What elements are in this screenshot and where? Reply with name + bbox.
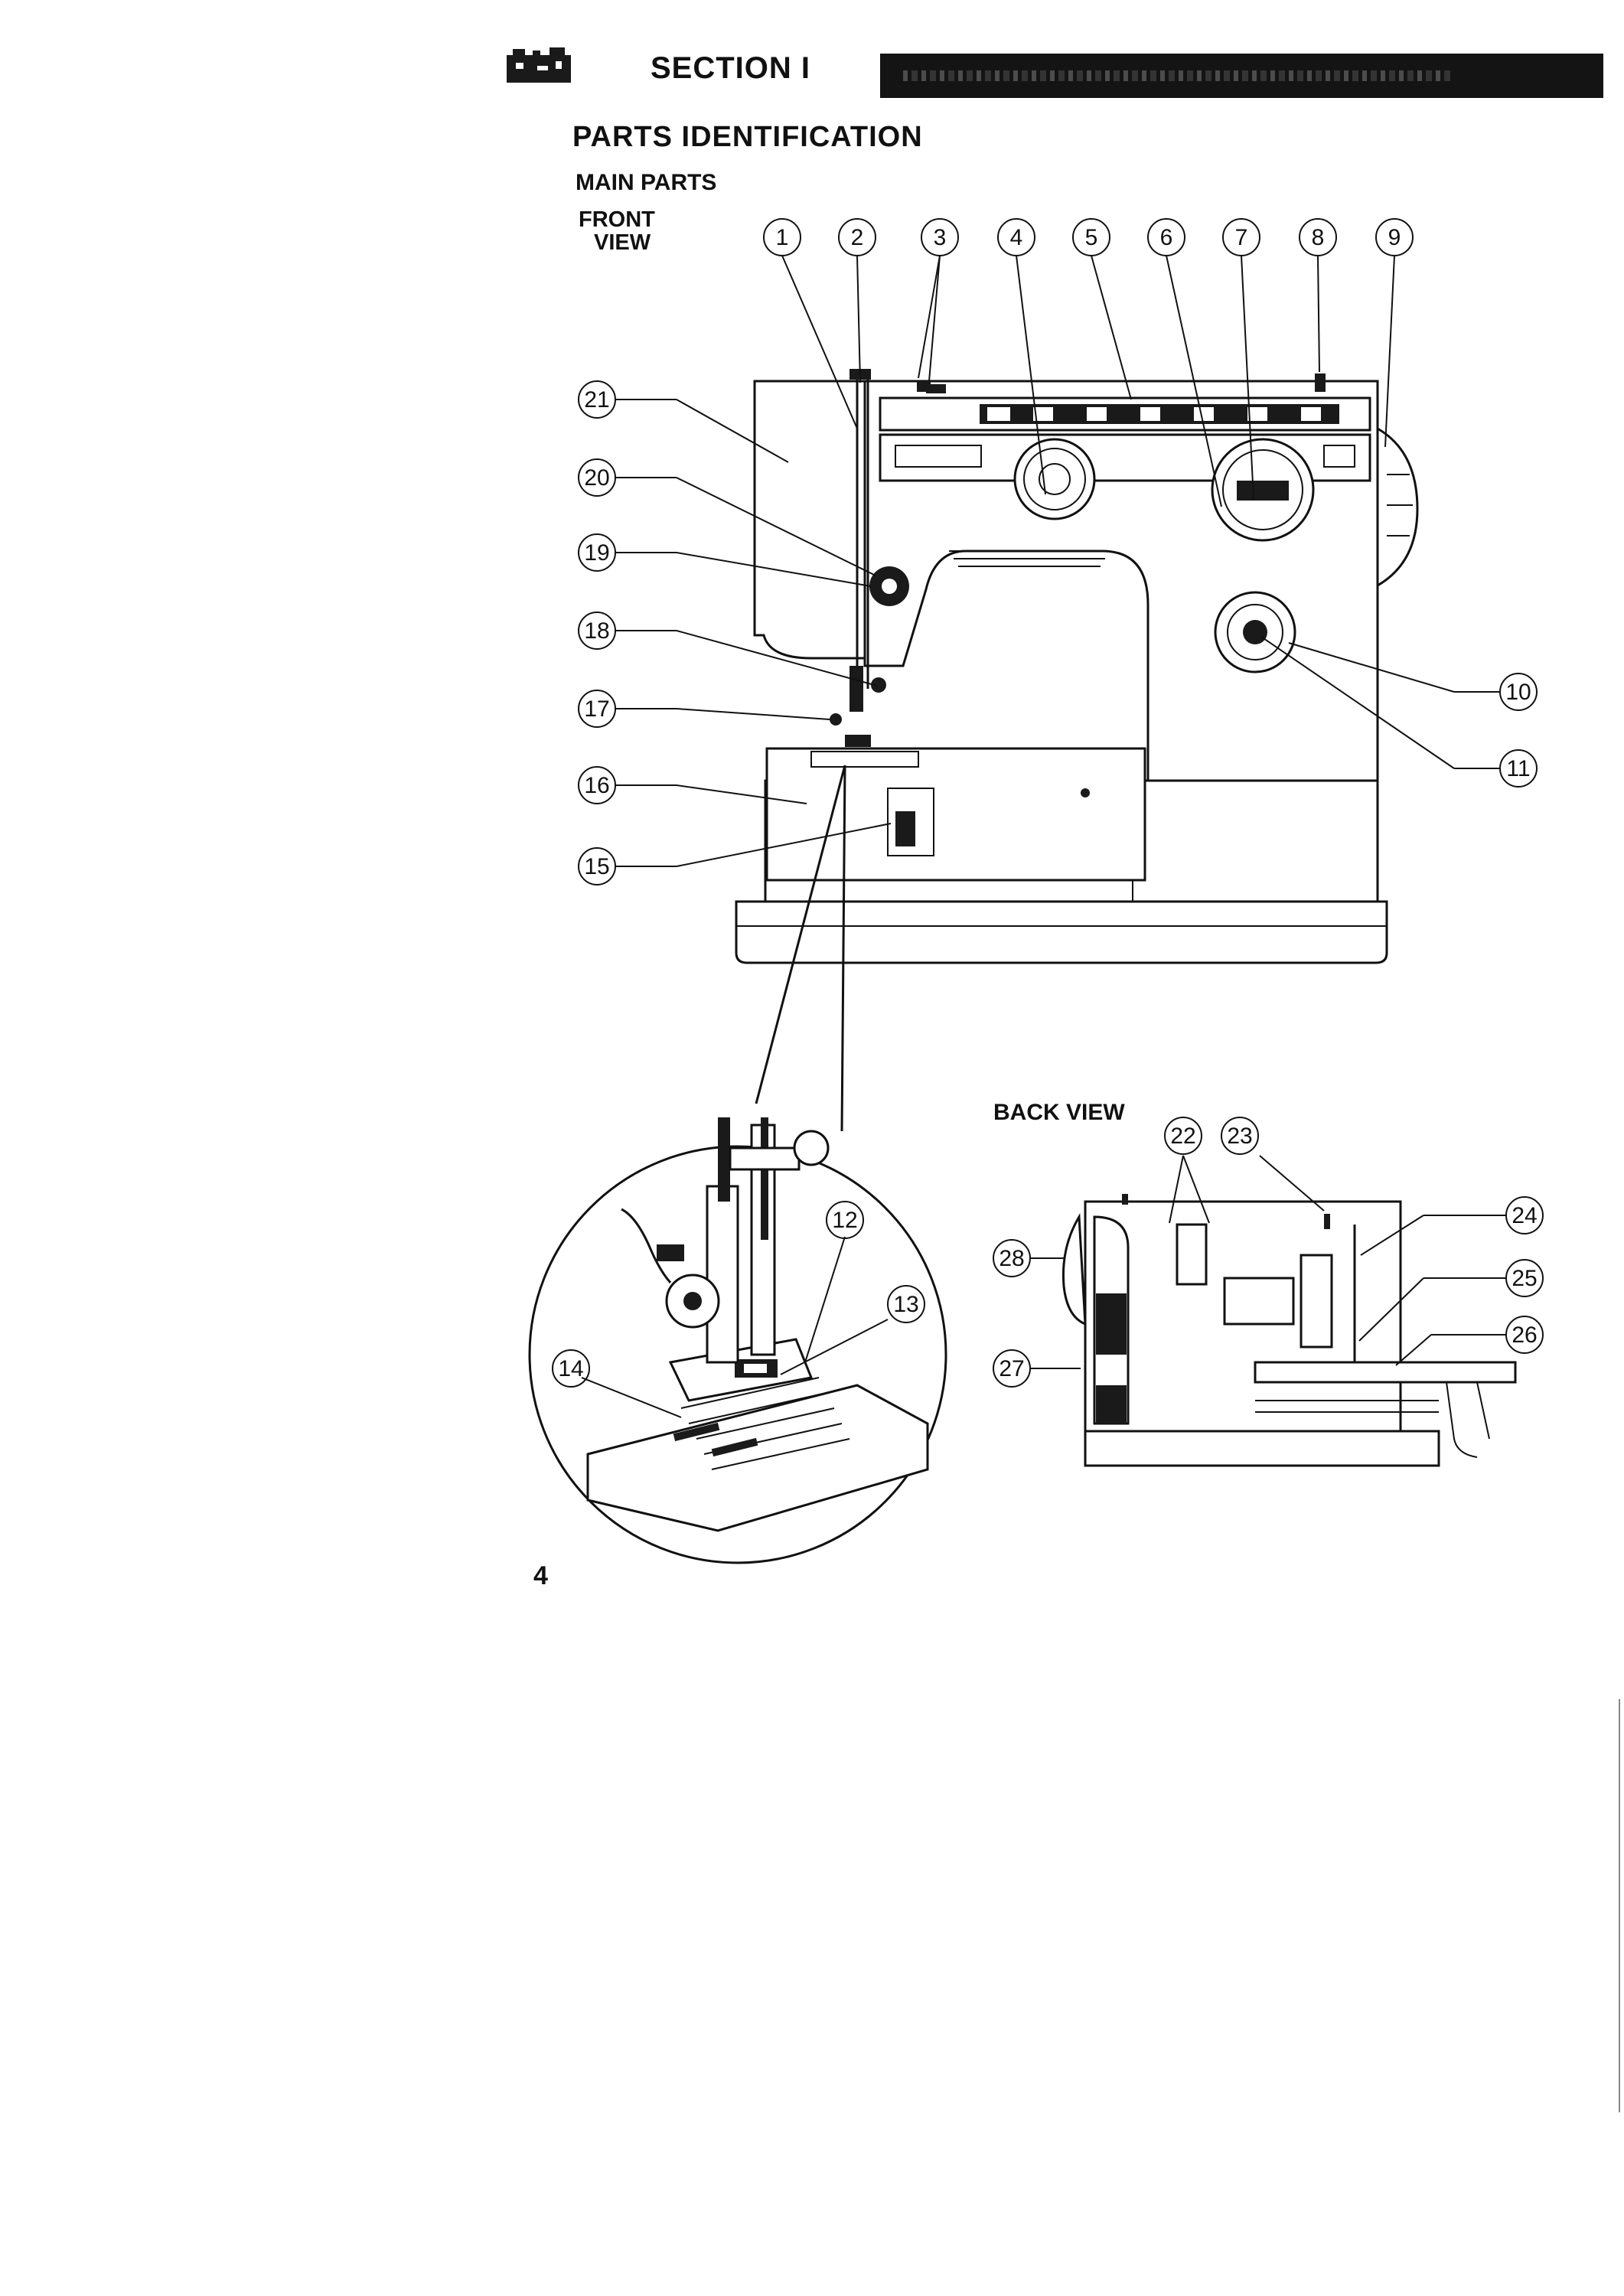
svg-text:12: 12 [832,1208,857,1233]
callout-18: 18 [578,612,616,650]
svg-text:22: 22 [1170,1124,1195,1149]
callout-13: 13 [887,1285,925,1323]
page-subtitle: MAIN PARTS [576,170,717,195]
leader-lines [581,255,1506,1418]
back-view-machine-illustration [1061,1194,1517,1467]
svg-text:5: 5 [1085,225,1098,250]
svg-text:8: 8 [1312,225,1325,250]
callout-17: 17 [578,690,616,728]
svg-text:10: 10 [1505,680,1531,705]
callout-20: 20 [578,458,616,497]
callout-2: 2 [838,218,876,256]
presser-foot-closeup-illustration [528,1117,947,1564]
svg-text:21: 21 [584,387,609,413]
svg-text:19: 19 [584,540,609,566]
callout-19: 19 [578,533,616,572]
callout-21: 21 [578,380,616,419]
callout-1: 1 [763,218,801,256]
svg-text:2: 2 [851,225,864,250]
front-view-label-line2: VIEW [594,230,651,255]
callout-14: 14 [552,1349,590,1388]
svg-text:28: 28 [999,1246,1024,1271]
callout-4: 4 [997,218,1035,256]
svg-text:11: 11 [1506,756,1530,781]
callout-7: 7 [1222,218,1260,256]
callout-16: 16 [578,766,616,804]
svg-text:17: 17 [584,696,609,722]
svg-text:9: 9 [1388,225,1401,250]
section-emblem-icon [505,47,572,86]
callout-6: 6 [1147,218,1185,256]
svg-text:6: 6 [1160,225,1173,250]
svg-text:15: 15 [584,854,609,879]
svg-text:23: 23 [1227,1124,1252,1149]
callout-28: 28 [993,1239,1031,1277]
header-bar [880,54,1603,98]
callout-27: 27 [993,1349,1031,1388]
svg-text:14: 14 [558,1356,583,1381]
svg-text:16: 16 [584,773,609,798]
page-title: PARTS IDENTIFICATION [572,121,923,153]
callout-23: 23 [1221,1117,1259,1155]
callout-markers: 1 2 3 4 5 6 7 8 9 21 20 19 18 17 16 15 1… [552,218,1544,1388]
callout-15: 15 [578,847,616,885]
back-view-label: BACK VIEW [993,1100,1125,1125]
svg-text:24: 24 [1511,1203,1537,1228]
callout-12: 12 [826,1201,864,1239]
svg-text:27: 27 [999,1356,1024,1381]
callout-24: 24 [1505,1196,1544,1234]
front-view-label-line1: FRONT [579,207,655,232]
svg-text:7: 7 [1235,225,1248,250]
page-number: 4 [533,1561,548,1590]
callout-11: 11 [1499,749,1538,788]
svg-text:18: 18 [584,618,609,644]
svg-text:4: 4 [1010,225,1023,250]
callout-3: 3 [921,218,959,256]
callout-25: 25 [1505,1259,1544,1297]
callout-9: 9 [1375,218,1414,256]
callout-26: 26 [1505,1316,1544,1354]
section-label: SECTION I [651,51,811,85]
callout-8: 8 [1299,218,1337,256]
svg-text:25: 25 [1511,1266,1537,1291]
svg-text:26: 26 [1511,1322,1537,1348]
svg-text:3: 3 [934,225,947,250]
svg-text:1: 1 [776,225,789,250]
front-view-machine-illustration [735,369,1419,964]
svg-text:13: 13 [893,1292,918,1317]
callout-5: 5 [1072,218,1110,256]
front-view-label: FRONT VIEW [579,208,655,254]
callout-10: 10 [1499,673,1538,711]
svg-text:20: 20 [584,465,609,491]
callout-22: 22 [1164,1117,1202,1155]
